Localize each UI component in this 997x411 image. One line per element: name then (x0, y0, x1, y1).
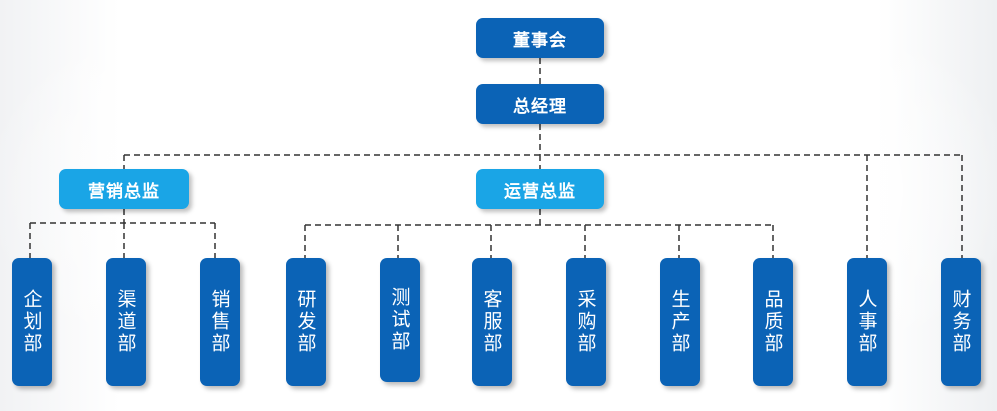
dept-purchasing: 采购部 (566, 258, 606, 386)
dept-finance-label: 财务部 (949, 289, 972, 355)
dept-planning-label: 企划部 (20, 289, 43, 355)
board-of-directors-node: 董事会 (476, 18, 604, 58)
board-of-directors-label: 董事会 (513, 30, 567, 51)
dept-quality-label: 品质部 (761, 289, 784, 355)
dept-sales-label: 销售部 (208, 289, 231, 355)
dept-rd-label: 研发部 (294, 289, 317, 355)
dept-channel: 渠道部 (106, 258, 146, 386)
general-manager-label: 总经理 (513, 96, 567, 117)
dept-testing-label: 测试部 (388, 287, 411, 353)
dept-testing: 测试部 (380, 258, 420, 382)
dept-hr: 人事部 (847, 258, 887, 386)
dept-sales: 销售部 (200, 258, 240, 386)
marketing-director-label: 营销总监 (88, 181, 160, 202)
dept-channel-label: 渠道部 (114, 289, 137, 355)
marketing-director-node: 营销总监 (59, 169, 189, 209)
dept-quality: 品质部 (753, 258, 793, 386)
general-manager-node: 总经理 (476, 84, 604, 124)
dept-rd: 研发部 (286, 258, 326, 386)
dept-purchasing-label: 采购部 (574, 289, 597, 355)
dept-customer-service-label: 客服部 (480, 289, 503, 355)
dept-production-label: 生产部 (668, 289, 691, 355)
operations-director-node: 运营总监 (476, 169, 604, 209)
dept-hr-label: 人事部 (855, 289, 878, 355)
dept-finance: 财务部 (941, 258, 981, 386)
dept-production: 生产部 (660, 258, 700, 386)
dept-planning: 企划部 (12, 258, 52, 386)
dept-customer-service: 客服部 (472, 258, 512, 386)
operations-director-label: 运营总监 (504, 181, 576, 202)
